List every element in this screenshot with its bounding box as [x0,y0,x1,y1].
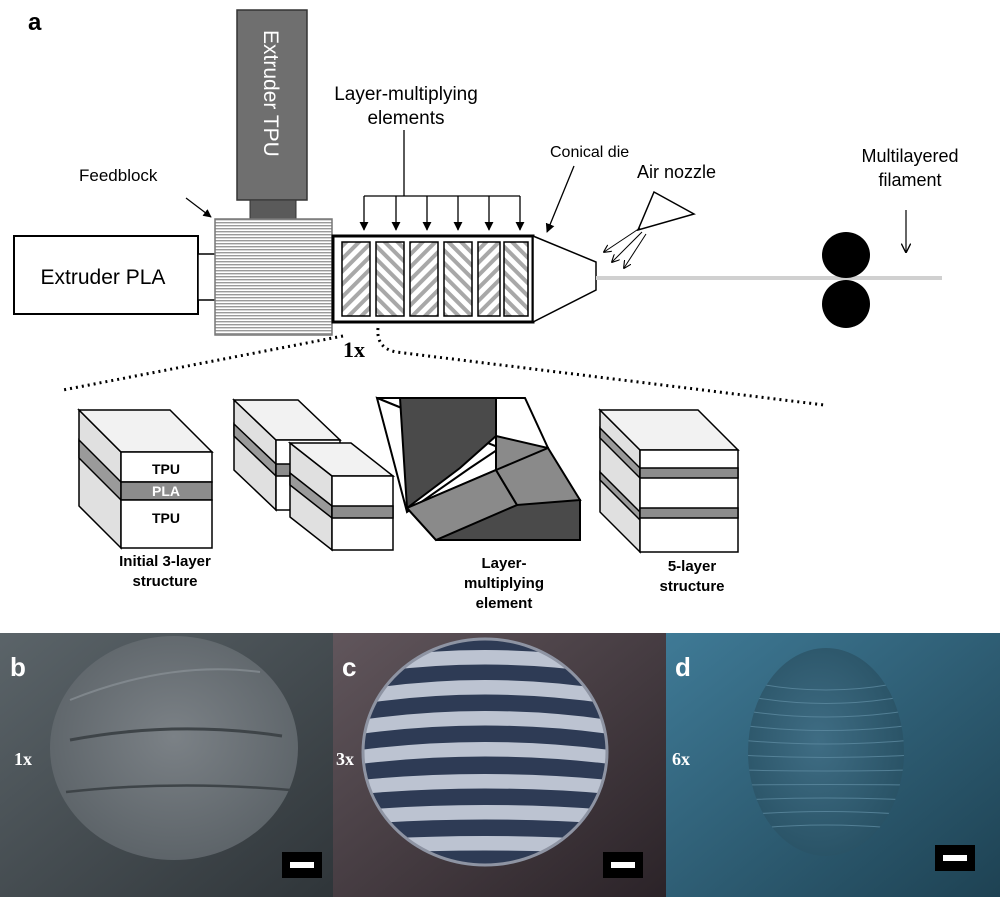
tpu-bottom-label: TPU [152,510,180,526]
multilayered-label-line1: Multilayered [861,146,958,166]
five-layer-caption-line2: structure [659,578,724,595]
element-caption-line2: multiplying [464,575,544,592]
photo-b-mag: 1x [14,749,32,769]
feedblock-label: Feedblock [79,166,158,185]
roller-bottom [822,280,870,328]
air-nozzle-icon [636,190,696,232]
multilayered-label-line2: filament [878,170,941,190]
multiplying-elements [331,234,535,324]
air-nozzle-label: Air nozzle [637,162,716,182]
five-layer-caption-line1: 5-layer [668,558,717,575]
initial-caption-line2: structure [132,573,197,590]
initial-caption-line1: Initial 3-layer [119,553,211,570]
pla-mid-label: PLA [152,483,180,499]
tpu-top-label: TPU [152,461,180,477]
initial-3-layer-block [77,408,214,550]
extruder-pla-box [13,235,199,315]
extruder-tpu-label: Extruder TPU [259,30,282,157]
feedblock-box [214,218,333,336]
photo-c-letter: c [342,652,356,682]
roller-top [822,232,870,278]
photo-c [333,633,666,897]
extruder-tpu-connector [249,199,297,221]
photo-d [666,633,1000,897]
five-layer-block [598,408,740,554]
photo-b-letter: b [10,652,26,682]
panel-a-letter: a [28,9,42,36]
multiplying-bracket-arrows [359,130,525,231]
zoom-label: 1x [343,337,365,362]
element-caption-line1: Layer- [481,555,526,572]
conical-die [532,234,597,324]
element-caption-line3: element [476,595,533,612]
split-block-front [287,441,396,552]
conical-die-arrow [545,165,575,233]
photo-d-letter: d [675,652,691,682]
extruder-pla-connector [197,253,217,301]
zoom-line-left [62,334,344,392]
conical-die-label: Conical die [550,144,629,161]
zoom-line-right [376,327,825,407]
extruder-pla-label: Extruder PLA [41,266,166,289]
photo-b [0,633,333,897]
photo-d-mag: 6x [672,749,690,769]
air-jet-arrows [604,227,647,268]
multiplying-element-3d [375,396,582,542]
extruder-tpu-box [236,9,308,201]
photo-c-mag: 3x [336,749,354,769]
layer-multiplying-label-line1: Layer-multiplying [334,84,478,105]
feedblock-arrow [185,197,212,218]
layer-multiplying-label-line2: elements [367,108,444,129]
